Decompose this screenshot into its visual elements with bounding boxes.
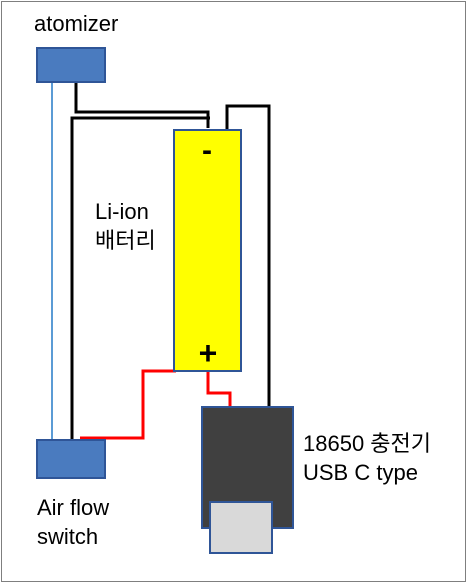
battery-plus-sign: +: [199, 335, 218, 371]
wire-black-atomizer-to-battery-minus: [74, 82, 210, 128]
wire-black-switch-to-battery-minus: [70, 116, 210, 440]
battery-label-line1: Li-ion: [95, 199, 149, 224]
switch-label-line2: switch: [37, 524, 99, 549]
air-flow-switch-box: [36, 439, 106, 479]
switch-label-line1: Air flow: [37, 495, 110, 520]
wire-red-battery-plus-to-switch: [80, 369, 176, 440]
atomizer-box: [36, 47, 106, 83]
charger-label-line2: USB C type: [303, 460, 418, 485]
wire-black-battery-minus-to-charger: [225, 104, 271, 420]
usb-c-port: [209, 501, 273, 554]
charger-label-line1: 18650 충전기: [303, 431, 432, 456]
atomizer-label: atomizer: [34, 11, 119, 36]
battery-label-line2: 배터리: [95, 228, 156, 253]
battery-body: [173, 129, 242, 372]
battery-minus-sign: -: [202, 134, 212, 167]
